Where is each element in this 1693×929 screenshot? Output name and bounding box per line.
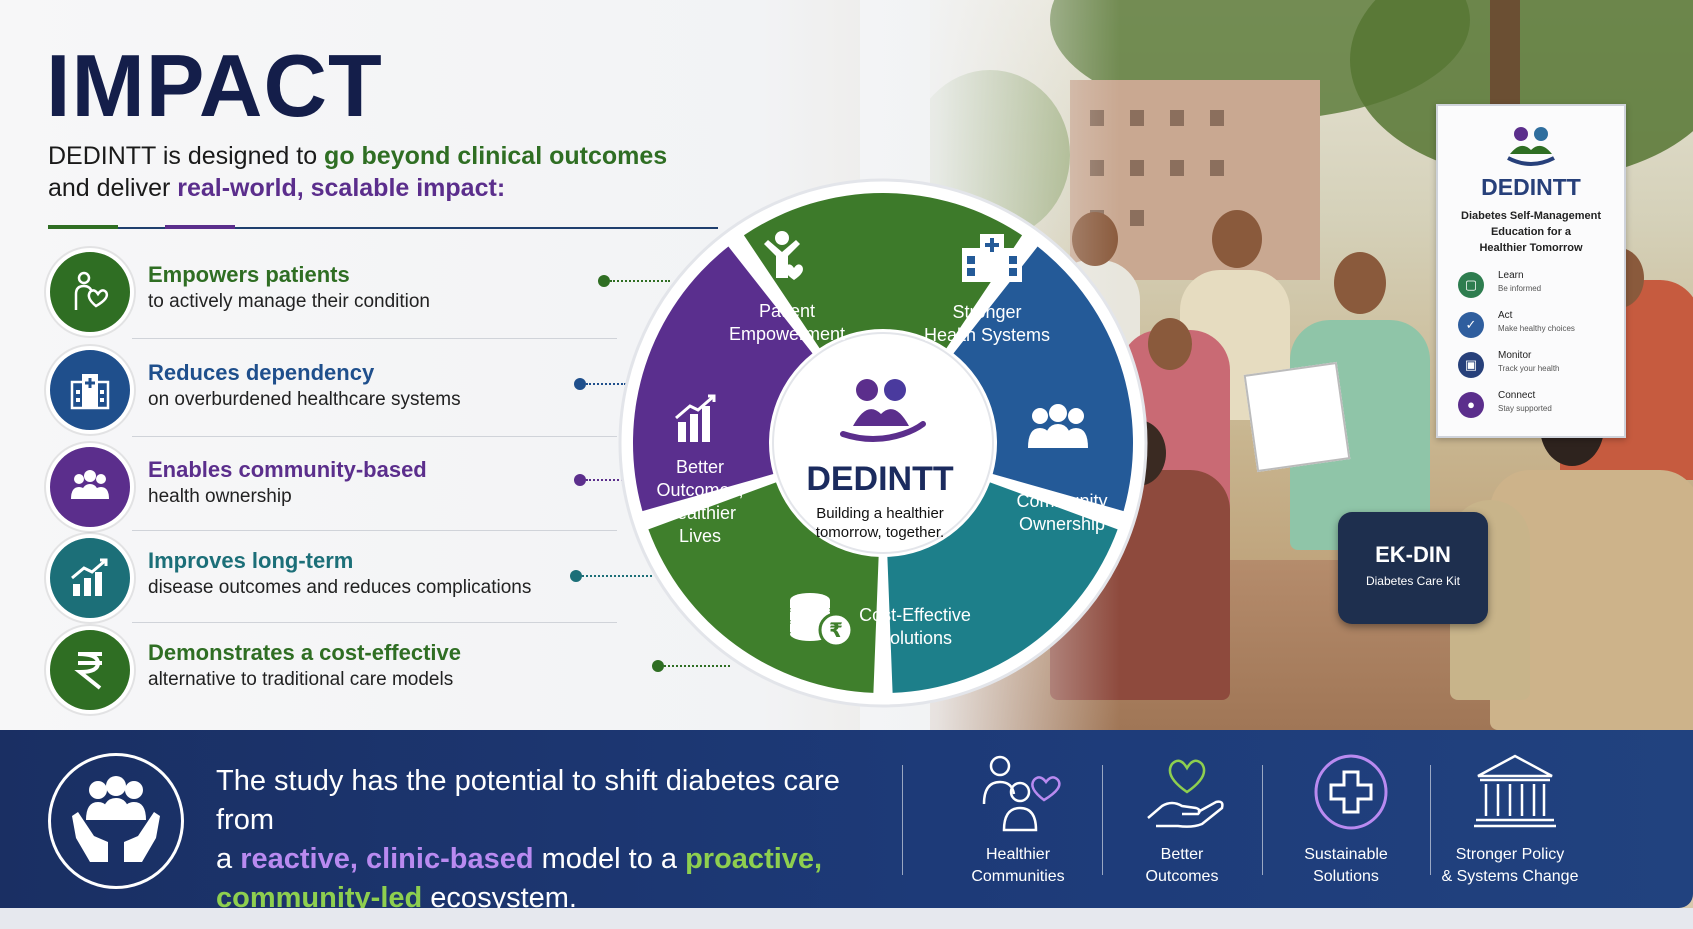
svg-text:₹: ₹ — [829, 618, 843, 642]
intro-text: DEDINTT is designed to go beyond clinica… — [48, 142, 668, 202]
impact-item-empowers: Empowers patients to actively manage the… — [46, 248, 646, 336]
connector-dot — [598, 275, 610, 287]
divider — [48, 227, 718, 229]
connector-dot — [570, 570, 582, 582]
bar-chart-growth-icon — [675, 394, 716, 442]
flipchart — [1243, 361, 1351, 473]
band-divider — [1430, 765, 1431, 875]
connector-dot — [652, 660, 664, 672]
dedintt-logo-icon — [1507, 127, 1555, 166]
kit-subtitle: Diabetes Care Kit — [1365, 574, 1461, 588]
wheel-segment-stronger-health-systems — [953, 246, 1133, 512]
separator — [132, 436, 617, 437]
divider-accent-green — [48, 225, 118, 229]
banner-title: DEDINTT — [1481, 174, 1581, 200]
connector-line — [586, 383, 626, 385]
impact-item-reduces-dependency: Reduces dependency on overburdened healt… — [46, 346, 646, 434]
connector-dot — [574, 378, 586, 390]
separator — [132, 622, 617, 623]
hand-heart-icon — [1147, 759, 1224, 828]
wheel-segment-community-ownership — [887, 482, 1118, 693]
wheel-center-title: DEDINTT — [806, 460, 954, 498]
hands-community-icon — [48, 753, 184, 889]
hospital-building-icon — [962, 234, 1022, 282]
connector-dot — [574, 474, 586, 486]
separator — [132, 338, 617, 339]
growth-chart-icon — [46, 534, 134, 622]
impact-item-cost-effective: Demonstrates a cost-effective alternativ… — [46, 626, 646, 714]
connector-line — [664, 665, 730, 667]
diabetes-care-kit: EK-DIN Diabetes Care Kit — [1338, 512, 1488, 624]
band-divider — [1262, 765, 1263, 875]
institution-icon — [1474, 754, 1556, 828]
banner-item-monitor: ▣ Monitor Track your health — [1458, 350, 1618, 384]
community-icon — [46, 443, 134, 531]
impact-wheel: ₹ — [618, 178, 1148, 708]
banner-item-learn: ▢ Learn Be informed — [1458, 270, 1618, 304]
community-people-icon — [1028, 404, 1088, 448]
hospital-icon — [46, 346, 134, 434]
coins-rupee-icon: ₹ — [790, 593, 854, 648]
banner-item-act: ✓ Act Make healthy choices — [1458, 310, 1618, 344]
connector-line — [586, 479, 626, 481]
patient-heart-icon — [46, 248, 134, 336]
footer-strip — [0, 908, 1693, 929]
wheel-segment-patient-empowerment — [743, 192, 1023, 349]
band-divider — [1102, 765, 1103, 875]
banner-item-connect: ● Connect Stay supported — [1458, 390, 1618, 424]
divider-accent-purple — [165, 225, 235, 229]
check-icon: ✓ — [1458, 312, 1484, 338]
kit-title: EK-DIN — [1375, 542, 1451, 567]
connector-line — [610, 280, 670, 282]
page-title: IMPACT — [46, 36, 383, 135]
summary-band — [0, 730, 1693, 908]
summary-text: The study has the potential to shift dia… — [216, 765, 840, 914]
dedintt-banner-stand: DEDINTT Diabetes Self-Management Educati… — [1436, 104, 1626, 438]
cycle-cross-icon — [1314, 754, 1388, 830]
people-heart-icon — [982, 755, 1061, 832]
banner-subtitle: Diabetes Self-Management Education for a… — [1461, 210, 1601, 254]
monitor-icon: ▣ — [1458, 352, 1484, 378]
book-icon: ▢ — [1458, 272, 1484, 298]
wheel-segment-cost-effective — [648, 482, 879, 693]
band-item-stronger-policy: Stronger Policy& Systems Change — [1430, 752, 1590, 892]
impact-item-community: Enables community-based health ownership — [46, 443, 646, 531]
patient-empowerment-icon — [764, 231, 803, 280]
wheel-segment-better-outcomes — [633, 246, 813, 512]
connector-line — [582, 575, 652, 577]
rupee-icon — [46, 626, 134, 714]
dedintt-center-logo-icon — [840, 379, 926, 442]
band-divider — [902, 765, 903, 875]
separator — [132, 530, 617, 531]
people-icon: ● — [1458, 392, 1484, 418]
impact-item-long-term: Improves long-term disease outcomes and … — [46, 534, 646, 622]
